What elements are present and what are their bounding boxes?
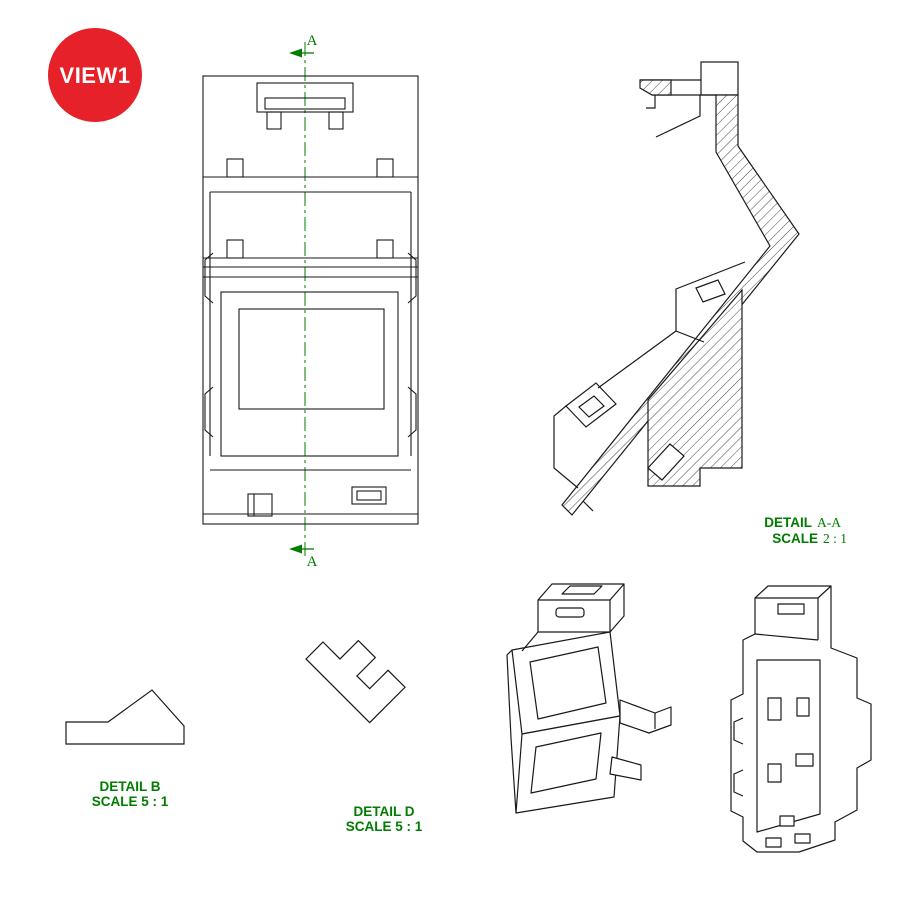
section-arrow-top-icon (289, 48, 302, 58)
wall-section-hatch (561, 94, 800, 516)
center-window (238, 308, 385, 410)
isometric-view-front (506, 583, 672, 814)
detail-d-scale: SCALE 5 : 1 (346, 819, 423, 834)
detail-aa-word: DETAIL (764, 515, 812, 530)
detail-b-title: DETAIL B (99, 779, 160, 794)
detail-d-title: DETAIL D (353, 804, 414, 819)
detail-b-view (65, 689, 185, 745)
orthographic-front-view (202, 75, 419, 525)
section-letter-top: A (307, 33, 318, 49)
badge-label: VIEW1 (60, 63, 131, 88)
badge-circle (48, 28, 142, 122)
iso-rear-cavity (756, 659, 821, 833)
top-latch-block (256, 82, 354, 113)
iso-front-upper-window (529, 646, 607, 720)
scale-aa-value: 2 : 1 (823, 531, 847, 546)
iso-front-lower-window (530, 732, 602, 794)
foot-hook-slot (647, 443, 685, 481)
section-arrow-bottom-icon (289, 544, 302, 554)
detail-d-view (305, 639, 406, 724)
scale-aa-word: SCALE (772, 531, 818, 546)
flange-section-hatch (639, 79, 672, 96)
section-marker-bottom: A (289, 544, 318, 570)
section-letter-bottom: A (307, 554, 318, 570)
foot-section-hatch (647, 288, 743, 487)
detail-d-caption: DETAIL D SCALE 5 : 1 (346, 804, 423, 834)
top-latch-slot (264, 97, 346, 110)
detail-b-scale: SCALE 5 : 1 (92, 794, 169, 809)
view1-badge: VIEW1 (48, 28, 142, 122)
isometric-view-rear (730, 585, 872, 853)
detail-aa-ref: A-A (817, 515, 841, 530)
section-marker-top: A (289, 33, 318, 58)
center-frame (220, 291, 399, 457)
section-view-a-a (553, 61, 800, 516)
detail-b-caption: DETAIL B SCALE 5 : 1 (92, 779, 169, 809)
section-aa-caption: DETAIL A-A SCALE 2 : 1 (764, 515, 847, 546)
